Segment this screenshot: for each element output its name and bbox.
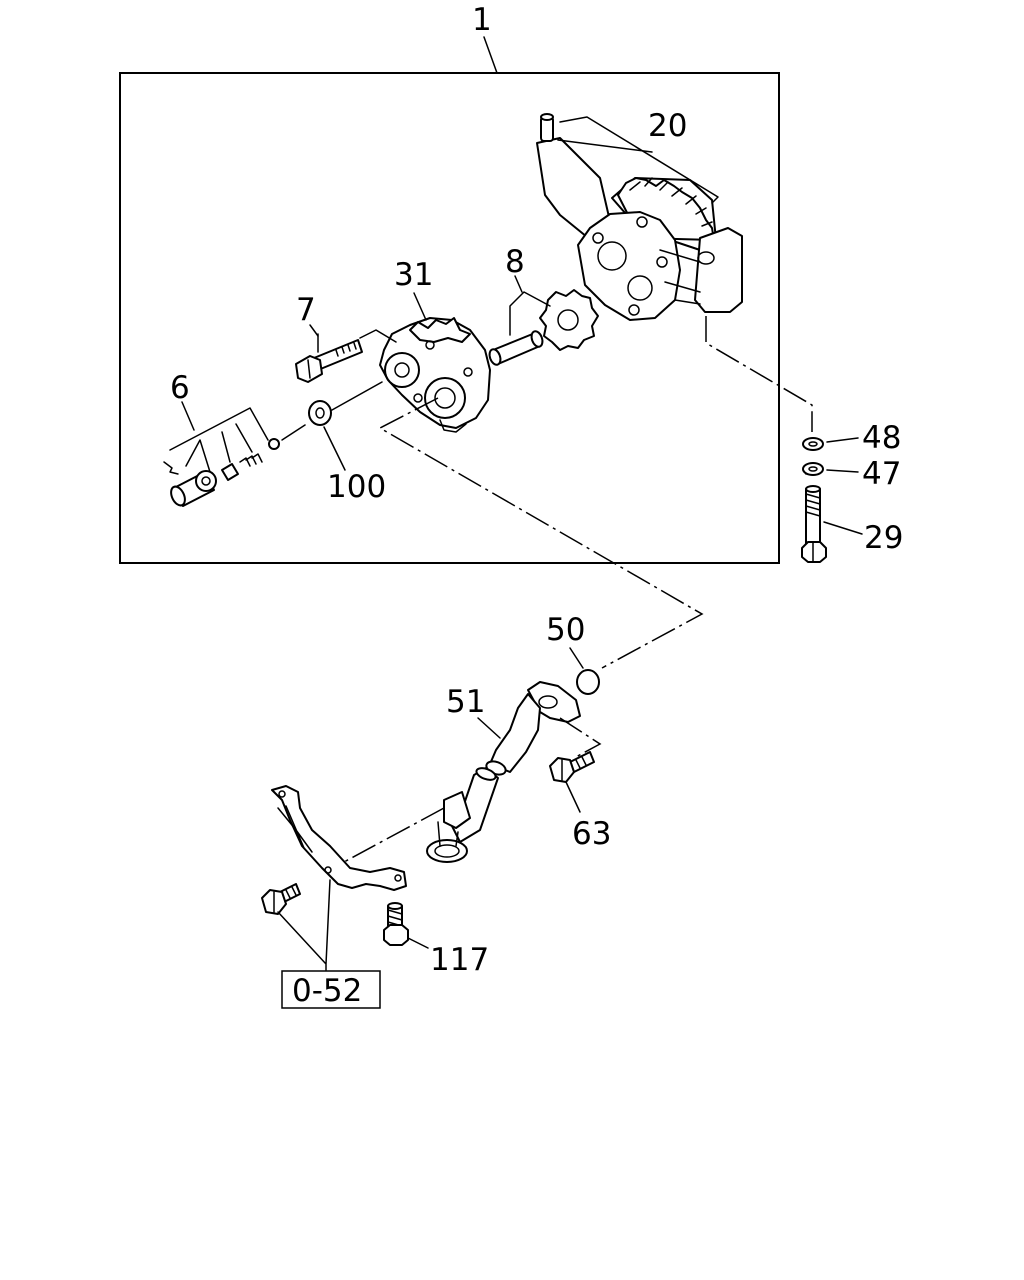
- callout-31[interactable]: 31: [394, 257, 433, 293]
- cover-bolt[interactable]: [295, 339, 363, 383]
- leader-o-ring-to-cover: [331, 381, 383, 411]
- dash-pipe-to-bolt-63: [559, 717, 602, 759]
- callout-29[interactable]: 29: [864, 520, 903, 556]
- callout-100[interactable]: 100: [327, 469, 386, 505]
- bolt-29[interactable]: [801, 485, 827, 563]
- pump-cover[interactable]: [379, 317, 491, 433]
- reference-label[interactable]: 0-52: [292, 973, 362, 1009]
- leader-bolt-29: [823, 521, 863, 535]
- bracket-driven-gear: [509, 291, 551, 336]
- o-ring-100[interactable]: [308, 400, 332, 426]
- leader-bolt-7: [309, 324, 319, 337]
- pump-body[interactable]: [536, 113, 743, 321]
- leader-relief-to-oring: [281, 424, 306, 441]
- reference-box: [281, 970, 381, 1009]
- callout-50[interactable]: 50: [546, 612, 585, 648]
- callout-20[interactable]: 20: [648, 108, 687, 144]
- bracket-pump-body: [557, 116, 719, 204]
- bolt-117[interactable]: [383, 902, 409, 946]
- oil-pipe-lower[interactable]: [426, 766, 499, 863]
- dash-cover-to-pipe: [378, 397, 704, 669]
- callout-8[interactable]: 8: [505, 244, 525, 280]
- leader-washer-48: [826, 437, 859, 443]
- washer-48[interactable]: [802, 437, 824, 451]
- bracket-relief-valve: [169, 407, 269, 473]
- leader-washer-47: [826, 469, 859, 473]
- callout-47[interactable]: 47: [862, 456, 901, 492]
- callout-117[interactable]: 117: [430, 942, 489, 978]
- callout-51[interactable]: 51: [446, 684, 485, 720]
- callout-6[interactable]: 6: [170, 370, 190, 406]
- washer-47[interactable]: [802, 462, 824, 476]
- leader-bolt-117: [407, 937, 429, 949]
- dash-body-to-bolt: [705, 316, 813, 432]
- pipe-bracket[interactable]: [271, 785, 407, 891]
- o-ring-50[interactable]: [576, 669, 600, 695]
- leader-relief-valve: [181, 401, 195, 431]
- bolt-63[interactable]: [549, 751, 595, 783]
- leader-pump-cover: [413, 292, 427, 321]
- relief-valve-set[interactable]: [163, 438, 280, 508]
- leader-reference: [277, 879, 331, 971]
- oil-pipe-upper[interactable]: [485, 681, 581, 777]
- bolt-reference[interactable]: [261, 883, 301, 915]
- leader-oil-pipe: [477, 717, 501, 739]
- leader-assembly: [483, 36, 498, 74]
- driven-gear[interactable]: [539, 289, 599, 351]
- assembly-frame: [119, 72, 780, 564]
- callout-48[interactable]: 48: [862, 420, 901, 456]
- gear-shaft[interactable]: [488, 330, 545, 366]
- callout-7[interactable]: 7: [296, 292, 316, 328]
- leader-o-ring-50: [569, 647, 584, 669]
- dash-pipe-to-bracket: [343, 807, 445, 863]
- leader-bolt-63: [565, 781, 581, 813]
- callout-1[interactable]: 1: [472, 2, 492, 38]
- leader-driven-gear: [514, 275, 523, 293]
- callout-63[interactable]: 63: [572, 816, 611, 852]
- leader-o-ring-100: [323, 426, 346, 471]
- bracket-bolt-7: [317, 329, 397, 353]
